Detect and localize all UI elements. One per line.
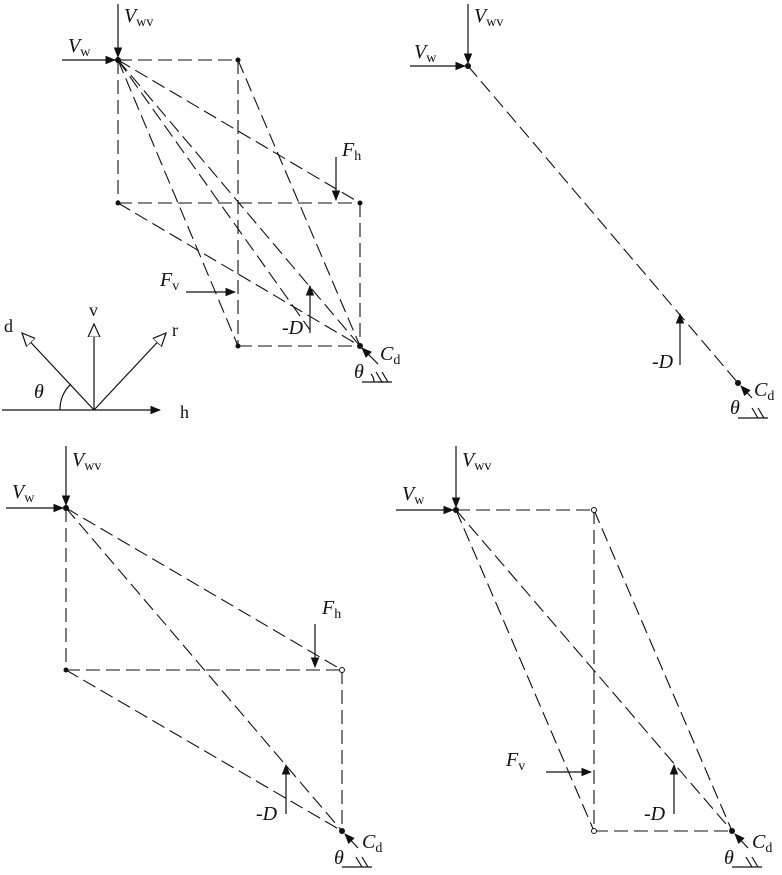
panel-top-left: Vw Vwv Fh Fv -D Cd θ (62, 4, 400, 383)
h-axis-label: h (180, 402, 189, 422)
minus-d-label: -D (256, 803, 278, 825)
cd-label: Cd (380, 343, 400, 368)
vw-label: Vw (402, 483, 425, 508)
cd-label: Cd (752, 831, 772, 856)
theta-label: θ (334, 847, 344, 869)
theta-label: θ (730, 397, 740, 419)
panel-bottom-right: Vw Vwv Fv -D Cd θ (396, 446, 772, 869)
v-axis-label: v (89, 300, 98, 320)
cd-arrow (361, 347, 379, 365)
r-axis-label: r (172, 320, 178, 340)
vw-label: Vw (414, 41, 437, 66)
vwv-label: Vwv (462, 449, 491, 474)
minus-d-label: -D (644, 803, 666, 825)
fh-label: Fh (341, 139, 361, 164)
d-axis-arrow (22, 333, 95, 411)
r-axis-arrow (93, 333, 166, 411)
fv-label: Fv (159, 269, 179, 294)
theta-label: θ (354, 361, 364, 383)
panel-bottom-left: Vw Vwv Fh -D Cd θ (6, 446, 382, 869)
axes-theta-label: θ (34, 381, 44, 403)
vwv-label: Vwv (124, 5, 153, 30)
d-axis-label: d (4, 316, 13, 336)
cd-arrow (734, 833, 749, 849)
minus-d-label: -D (652, 351, 674, 373)
cd-label: Cd (362, 831, 382, 856)
cd-arrow (740, 385, 753, 399)
fh-label: Fh (321, 597, 341, 622)
theta-label: θ (724, 847, 734, 869)
theta-arc (59, 383, 72, 411)
panel-top-right: Vw Vwv -D Cd θ (410, 4, 774, 419)
minus-d-label: -D (282, 317, 304, 339)
direction-axes-legend: d v r h θ (2, 300, 189, 422)
cd-arrow (344, 833, 359, 849)
vw-label: Vw (12, 481, 35, 506)
vw-label: Vw (68, 35, 91, 60)
vwv-label: Vwv (474, 5, 503, 30)
vwv-label: Vwv (72, 449, 101, 474)
cd-label: Cd (754, 379, 774, 404)
fv-label: Fv (505, 749, 525, 774)
